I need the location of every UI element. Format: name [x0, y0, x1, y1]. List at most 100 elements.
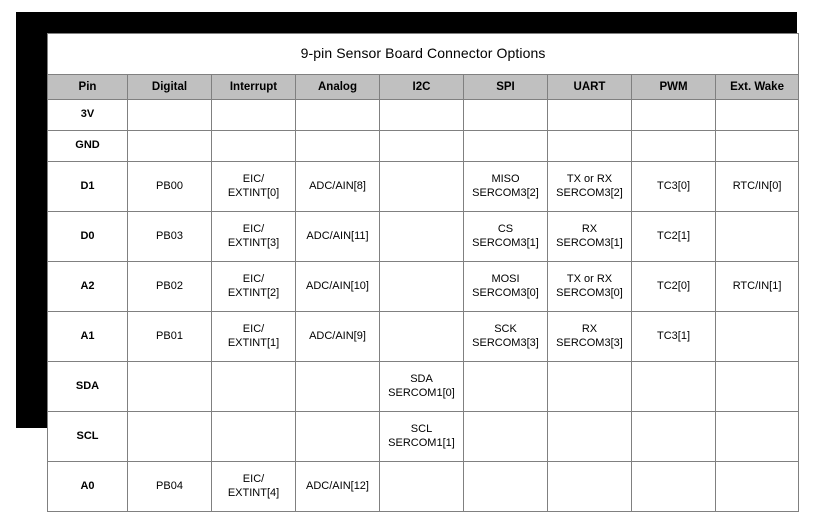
function-cell-line2: SERCOM3[3] — [472, 336, 539, 349]
pin-name-cell: A2 — [47, 261, 128, 312]
pin-name-cell: D0 — [47, 211, 128, 262]
unavailable-cell — [631, 130, 716, 162]
unavailable-cell — [547, 361, 632, 412]
function-cell: PB03 — [127, 211, 212, 262]
function-cell-line1: RTC/IN[1] — [732, 279, 782, 292]
unavailable-cell — [295, 99, 380, 131]
function-cell-line1: TX or RX — [566, 172, 613, 185]
unavailable-cell — [211, 361, 296, 412]
function-cell-line1: EIC/ — [242, 472, 265, 485]
function-cell: EIC/EXTINT[1] — [211, 311, 296, 362]
table-row: GND — [47, 130, 800, 162]
function-cell-line1: EIC/ — [242, 222, 265, 235]
function-cell-line1: TX or RX — [566, 272, 613, 285]
function-cell-line1: MISO — [491, 172, 520, 185]
column-header: SPI — [463, 74, 548, 100]
function-cell: PB04 — [127, 461, 212, 512]
pin-name-cell: D1 — [47, 161, 128, 212]
function-cell-line1: PB01 — [156, 329, 183, 342]
function-cell: TC3[1] — [631, 311, 716, 362]
function-cell-line1: CS — [497, 222, 514, 235]
function-cell-line2: SERCOM1[1] — [388, 436, 455, 449]
function-cell: ADC/AIN[8] — [295, 161, 380, 212]
column-header: Ext. Wake — [714, 74, 800, 100]
function-cell-line1: RTC/IN[0] — [732, 179, 782, 192]
unavailable-cell — [463, 461, 548, 512]
function-cell-line1: TC3[1] — [656, 329, 690, 342]
function-cell-line2: SERCOM3[1] — [556, 236, 623, 249]
function-cell-line1: RX — [581, 322, 598, 335]
function-cell-line2: SERCOM3[1] — [472, 236, 539, 249]
column-header: Digital — [127, 74, 212, 100]
function-cell: EIC/EXTINT[4] — [211, 461, 296, 512]
function-cell-line1: ADC/AIN[9] — [309, 329, 366, 342]
function-cell: PB02 — [127, 261, 212, 312]
function-cell: RTC/IN[0] — [714, 161, 800, 212]
function-cell: EIC/EXTINT[0] — [211, 161, 296, 212]
function-cell-line1: EIC/ — [242, 322, 265, 335]
unavailable-cell — [211, 99, 296, 131]
table-row: 3V — [47, 99, 800, 131]
function-cell-line1: SCL — [410, 422, 433, 435]
function-cell: PB00 — [127, 161, 212, 212]
pin-name-cell: A1 — [47, 311, 128, 362]
unavailable-cell — [547, 461, 632, 512]
function-cell-line2: EXTINT[1] — [227, 336, 280, 349]
function-cell-line2: SERCOM3[0] — [472, 286, 539, 299]
unavailable-cell — [631, 461, 716, 512]
unavailable-cell — [463, 411, 548, 462]
unavailable-cell — [295, 411, 380, 462]
unavailable-cell — [379, 461, 464, 512]
unavailable-cell — [547, 99, 632, 131]
function-cell-line2: SERCOM3[2] — [472, 186, 539, 199]
unavailable-cell — [379, 130, 464, 162]
function-cell: ADC/AIN[10] — [295, 261, 380, 312]
unavailable-cell — [547, 411, 632, 462]
unavailable-cell — [631, 411, 716, 462]
function-cell: EIC/EXTINT[2] — [211, 261, 296, 312]
column-header: UART — [547, 74, 632, 100]
table-title: 9-pin Sensor Board Connector Options — [46, 33, 800, 75]
unavailable-cell — [714, 311, 800, 362]
column-header: Analog — [295, 74, 380, 100]
function-cell: EIC/EXTINT[3] — [211, 211, 296, 262]
function-cell: TC3[0] — [631, 161, 716, 212]
unavailable-cell — [714, 461, 800, 512]
function-cell-line2: EXTINT[4] — [227, 486, 280, 499]
unavailable-cell — [714, 99, 800, 131]
function-cell-line1: ADC/AIN[12] — [306, 479, 369, 492]
function-cell-line1: EIC/ — [242, 272, 265, 285]
unavailable-cell — [631, 99, 716, 131]
function-cell: ADC/AIN[12] — [295, 461, 380, 512]
unavailable-cell — [714, 130, 800, 162]
function-cell-line2: SERCOM1[0] — [388, 386, 455, 399]
column-header: Interrupt — [211, 74, 296, 100]
unavailable-cell — [127, 130, 212, 162]
function-cell: TC2[0] — [631, 261, 716, 312]
unavailable-cell — [295, 130, 380, 162]
unavailable-cell — [379, 161, 464, 212]
function-cell-line1: ADC/AIN[10] — [306, 279, 369, 292]
function-cell-line1: SDA — [410, 372, 433, 385]
function-cell-line2: SERCOM3[3] — [556, 336, 623, 349]
function-cell: ADC/AIN[11] — [295, 211, 380, 262]
function-cell-line2: EXTINT[3] — [227, 236, 280, 249]
table-title-row: 9-pin Sensor Board Connector Options — [46, 33, 800, 75]
unavailable-cell — [379, 211, 464, 262]
